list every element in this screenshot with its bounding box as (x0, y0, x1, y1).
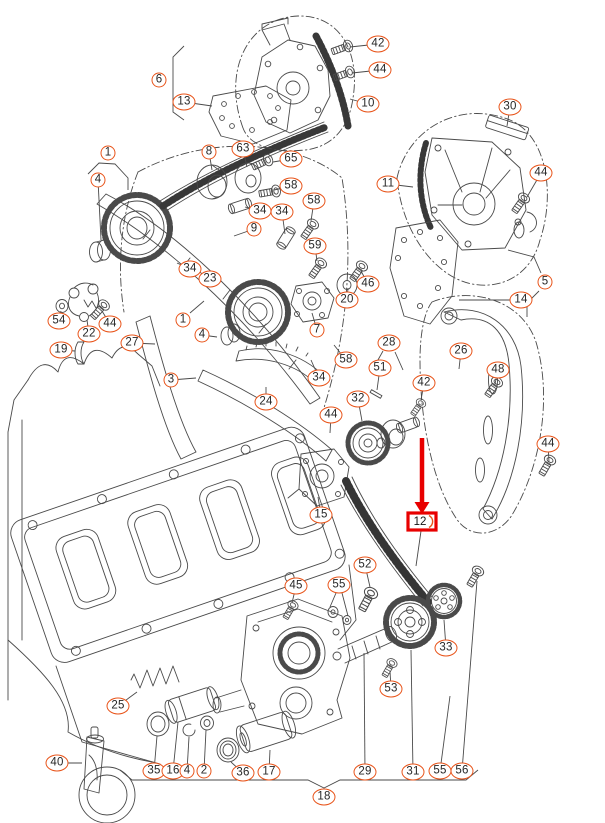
callout-33: 33 (434, 639, 458, 657)
callout-23: 23 (198, 270, 222, 288)
callout-44: 44 (98, 315, 122, 333)
camshaft-drive-drawing (55, 121, 349, 462)
chain-tensioner-arm-drawing (287, 295, 558, 607)
callout-2: 2 (196, 763, 212, 779)
callout-32: 32 (346, 390, 370, 408)
callout-22: 22 (77, 325, 101, 343)
callout-17: 17 (257, 763, 281, 781)
callout-55: 55 (428, 762, 452, 780)
callout-42: 42 (366, 35, 390, 53)
callout-30: 30 (498, 98, 522, 116)
callout-18: 18 (312, 788, 336, 806)
callout-58: 58 (334, 351, 358, 369)
callout-25: 25 (106, 697, 130, 715)
callout-11: 11 (376, 175, 400, 193)
highlighted-part-number: 12 (414, 516, 427, 528)
callout-15: 15 (309, 506, 333, 524)
callout-20: 20 (335, 291, 359, 309)
callout-ellipse-sliver (428, 514, 434, 529)
callout-3: 3 (163, 372, 179, 388)
callout-44: 44 (536, 435, 560, 453)
callout-16: 16 (161, 762, 185, 780)
callout-58: 58 (279, 177, 303, 195)
callout-5: 5 (537, 274, 553, 290)
callout-34: 34 (307, 369, 331, 387)
callout-40: 40 (45, 754, 69, 772)
callout-44: 44 (529, 164, 553, 182)
callout-24: 24 (254, 393, 278, 411)
highlight-box-border (406, 511, 438, 532)
highlight-annotation[interactable]: 12 (406, 438, 438, 567)
callout-42: 42 (412, 374, 436, 392)
callout-53: 53 (379, 680, 403, 698)
callout-44: 44 (368, 61, 392, 79)
callout-28: 28 (377, 334, 401, 352)
callout-31: 31 (401, 763, 425, 781)
callout-8: 8 (201, 144, 217, 160)
callout-14: 14 (509, 291, 533, 309)
callout-58: 58 (302, 192, 326, 210)
callout-48: 48 (486, 361, 510, 379)
callout-54: 54 (47, 312, 71, 330)
callout-9: 9 (246, 221, 262, 237)
callout-7: 7 (309, 322, 325, 338)
red-arrow-head (414, 502, 430, 514)
callout-44: 44 (319, 406, 343, 424)
highlight-box-fill (408, 513, 436, 530)
callout-29: 29 (353, 763, 377, 781)
camshaft-adjuster-drawing (275, 216, 370, 323)
callout-19: 19 (49, 341, 73, 359)
callout-36: 36 (231, 764, 255, 782)
highlight-leader (415, 530, 422, 567)
rear-cover-drawing (389, 113, 548, 325)
callout-4: 4 (90, 172, 106, 188)
callout-1: 1 (100, 145, 116, 161)
oil-pump-drawing (83, 582, 463, 794)
callout-4: 4 (194, 327, 210, 343)
callout-13: 13 (172, 93, 196, 111)
callout-63: 63 (231, 140, 255, 158)
callout-46: 46 (356, 275, 380, 293)
callout-4: 4 (179, 763, 195, 779)
callout-45: 45 (284, 577, 308, 595)
callout-27: 27 (120, 334, 144, 352)
callout-51: 51 (368, 359, 392, 377)
callout-34: 34 (178, 260, 202, 278)
callout-56: 56 (450, 762, 474, 780)
callout-1: 1 (175, 312, 191, 328)
callout-59: 59 (303, 237, 327, 255)
callout-65: 65 (279, 150, 303, 168)
engine-block-drawing (7, 346, 357, 823)
callout-34: 34 (248, 202, 272, 220)
callout-52: 52 (353, 556, 377, 574)
callout-26: 26 (449, 342, 473, 360)
callout-10: 10 (356, 95, 380, 113)
callout-34: 34 (270, 203, 294, 221)
callout-6: 6 (151, 72, 167, 88)
callout-55: 55 (327, 576, 351, 594)
